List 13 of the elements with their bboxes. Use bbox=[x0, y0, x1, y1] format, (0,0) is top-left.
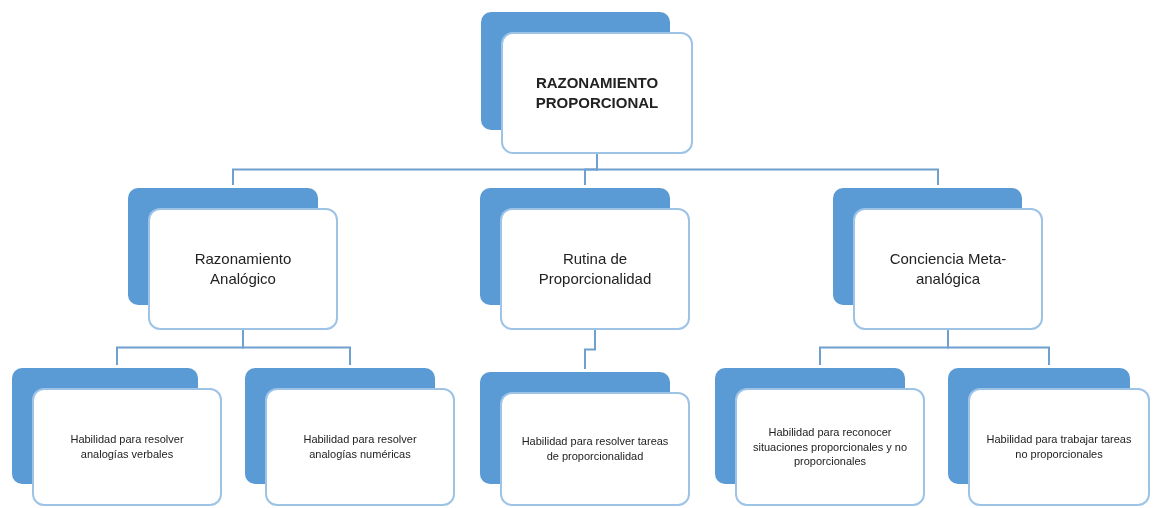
connector-line bbox=[584, 329, 596, 370]
connector-line bbox=[596, 153, 939, 186]
node-label: Razonamiento Analógico bbox=[193, 248, 293, 289]
connector-line bbox=[947, 329, 1050, 366]
node-label: RAZONAMIENTO PROPORCIONAL bbox=[534, 72, 660, 113]
connector-line bbox=[242, 329, 351, 366]
node-label: Habilidad para resolver tareas de proporcionalidad bbox=[520, 434, 670, 464]
node-label: Habilidad para reconocer situaciones proporcionales y no proporcionales bbox=[751, 424, 909, 470]
node-label: Habilidad para resolver analogías verbales bbox=[69, 432, 185, 462]
node-label: Habilidad para resolver analogías numéricas bbox=[302, 432, 418, 462]
node-label: Habilidad para trabajar tareas no proporcionales bbox=[985, 432, 1133, 462]
node-label: Rutina de Proporcionalidad bbox=[537, 248, 653, 289]
node-label: Conciencia Meta-analógica bbox=[888, 248, 1008, 289]
